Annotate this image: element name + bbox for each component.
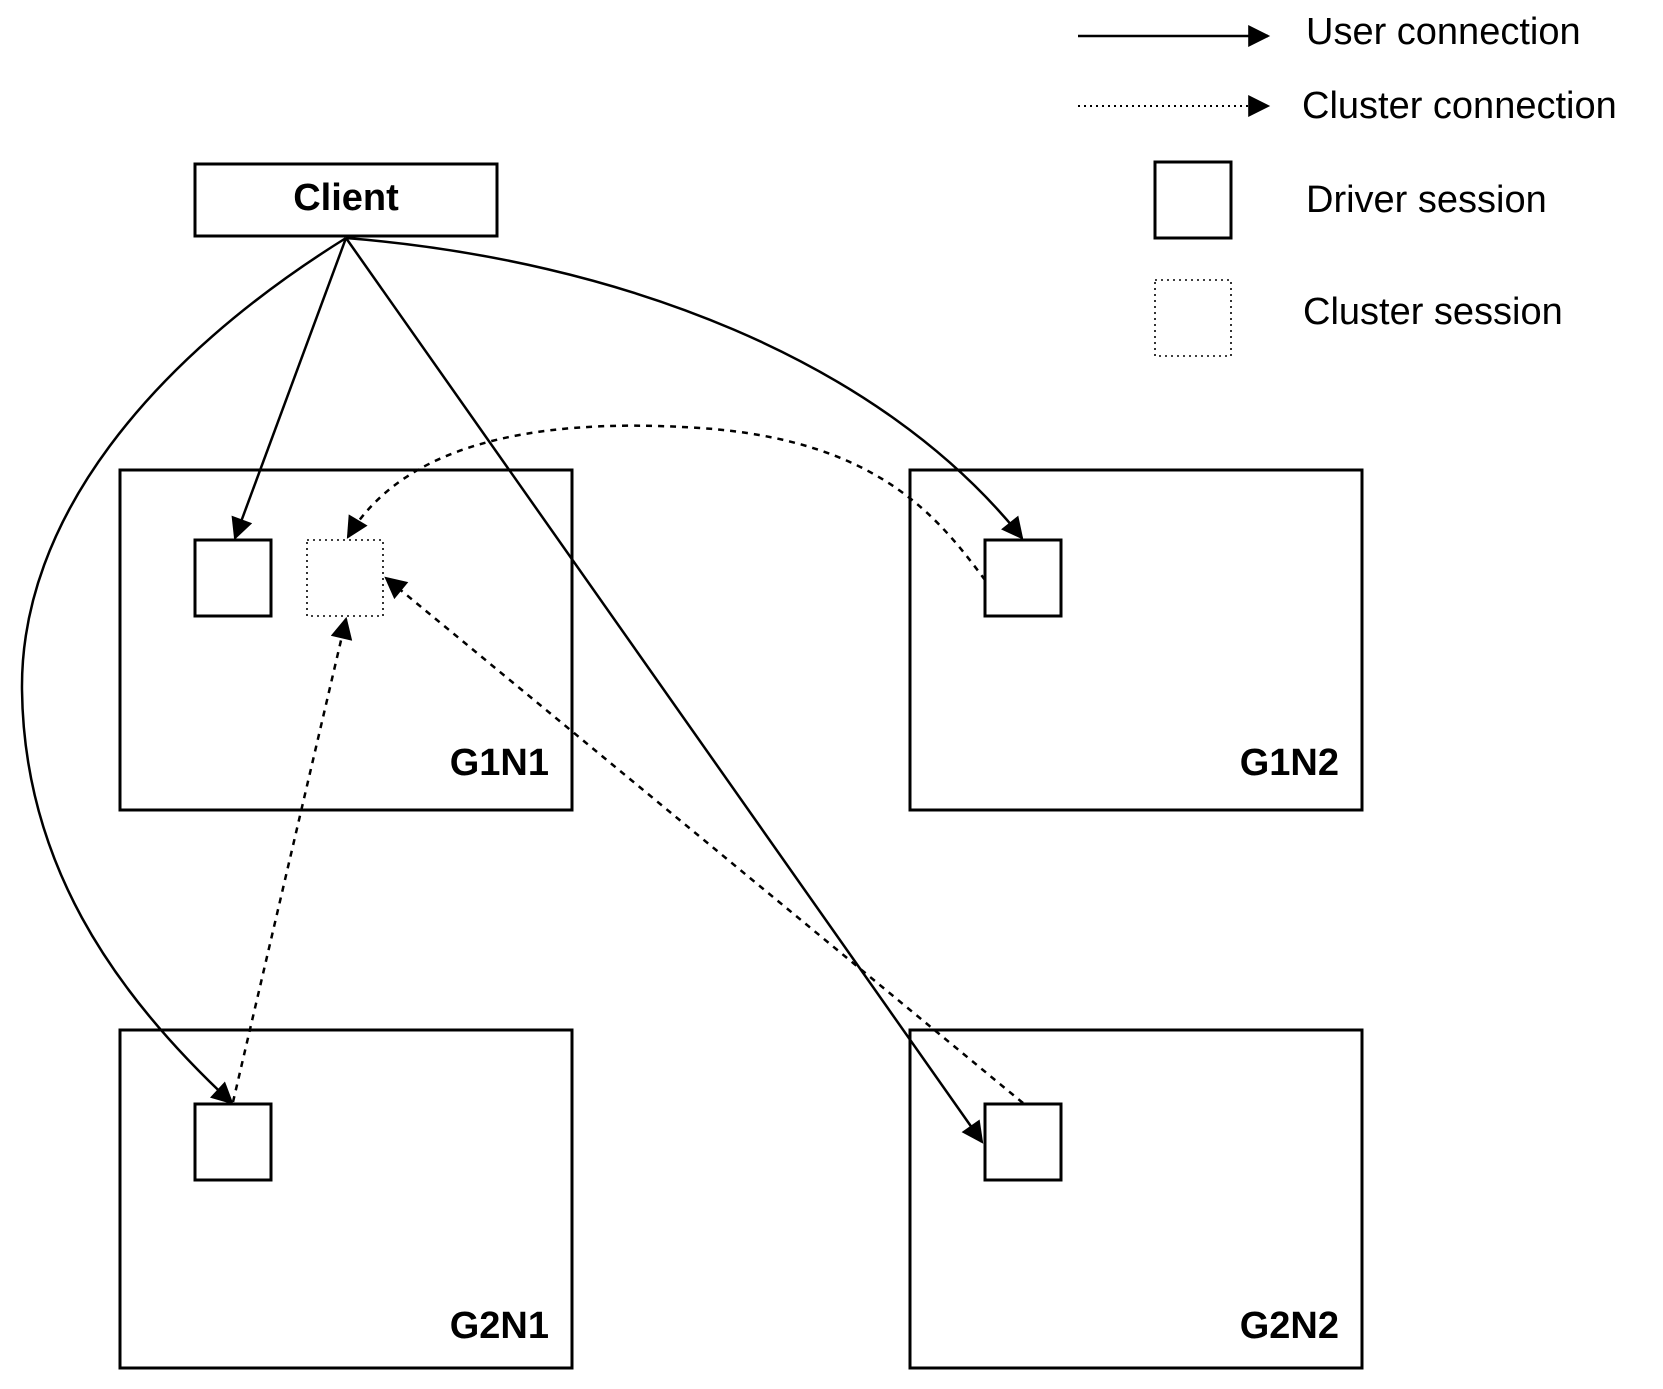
node-g1n2: G1N2 [908, 468, 1364, 812]
cluster-connections [231, 424, 1024, 1104]
node-g2n1: G2N1 [118, 1028, 574, 1370]
legend-user-connection-label: User connection [1306, 11, 1581, 53]
user-connection-client-to-g1n2 [345, 236, 1024, 540]
legend: User connection Cluster connection Drive… [1078, 11, 1617, 357]
user-connection-client-to-g2n1 [20, 236, 347, 1105]
node-g2n1-box [118, 1028, 574, 1370]
legend-cluster-session-label: Cluster session [1303, 291, 1563, 333]
legend-cluster-connection-label: Cluster connection [1302, 85, 1617, 127]
cluster-connection-g2n1-to-g1n1 [231, 616, 353, 1103]
cluster-connection-g1n2-to-g1n1 [346, 424, 986, 581]
node-g2n2-label: G2N2 [1240, 1305, 1339, 1347]
client-label: Client [293, 177, 399, 219]
g1n1-cluster-session [306, 539, 384, 617]
legend-driver-session-label: Driver session [1306, 179, 1547, 221]
user-connection-client-to-g1n1 [231, 237, 348, 541]
cluster-connection-g2n2-to-g1n1 [384, 576, 1024, 1104]
legend-cluster-session-box [1154, 279, 1232, 357]
g1n2-driver-session [983, 538, 1063, 618]
client-box [193, 162, 499, 238]
client: Client [193, 162, 499, 238]
legend-driver-session-box [1153, 160, 1233, 240]
node-g1n1-label: G1N1 [450, 742, 549, 784]
node-g1n2-label: G1N2 [1240, 742, 1339, 784]
node-g2n2: G2N2 [908, 1028, 1364, 1370]
node-g2n1-label: G2N1 [450, 1305, 549, 1347]
node-g1n1: G1N1 [118, 468, 574, 812]
g1n1-driver-session [193, 538, 273, 618]
node-g1n2-box [908, 468, 1364, 812]
user-connection-client-to-g2n2 [344, 237, 984, 1144]
user-connections [20, 236, 1024, 1144]
node-g1n1-box [118, 468, 574, 812]
g2n2-driver-session [983, 1102, 1063, 1182]
g2n1-driver-session [193, 1102, 273, 1182]
node-g2n2-box [908, 1028, 1364, 1370]
